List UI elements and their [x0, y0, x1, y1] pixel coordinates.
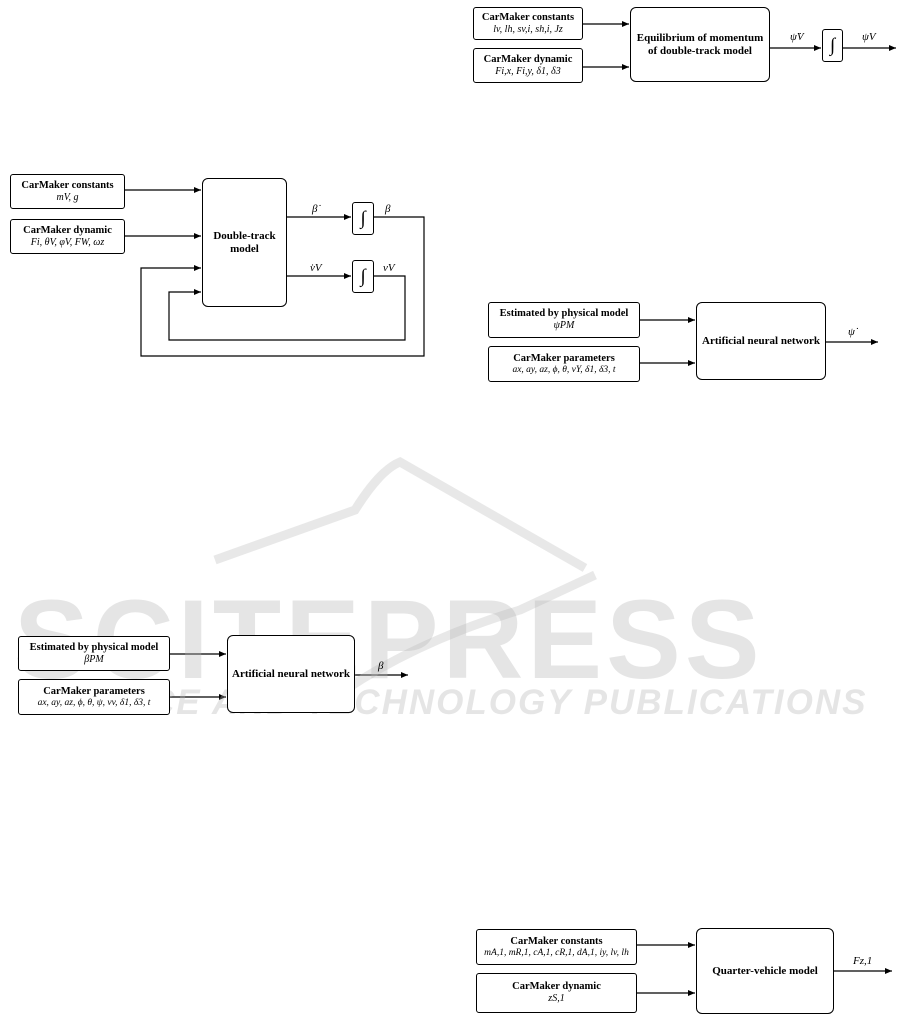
- carmaker-constants-box: CarMaker constants mV, g: [10, 174, 125, 209]
- feedback-beta: [140, 216, 425, 357]
- yaw-rate-label: ψV: [862, 31, 876, 43]
- box-variables: Fi, θV, φV, FW, ωz: [30, 236, 105, 248]
- box-title: CarMaker dynamic: [512, 981, 601, 993]
- estimated-physical-model-box: Estimated by physical model ψ̇PM: [488, 302, 640, 338]
- box-variables: ax, ay, az, ϕ, θ, ψ, vv, δ1, δ3, t: [37, 697, 151, 708]
- box-title: CarMaker dynamic: [483, 53, 573, 65]
- beta-label: β: [385, 203, 391, 215]
- box-variables: ψ̇PM: [553, 320, 575, 332]
- network-label: Artificial neural network: [702, 334, 820, 347]
- estimated-physical-model-box: Estimated by physical model βPM: [18, 636, 170, 671]
- watermark-book-outline: [213, 457, 597, 694]
- box-variables: βPM: [84, 653, 104, 665]
- model-label: Quarter-vehicle model: [712, 964, 818, 977]
- box-title: CarMaker constants: [510, 935, 603, 947]
- velocity-dot-label: v̇V: [310, 262, 322, 274]
- box-title: Estimated by physical model: [29, 641, 159, 653]
- carmaker-dynamic-box: CarMaker dynamic zS,1: [476, 973, 637, 1013]
- beta-output-label: β: [378, 660, 384, 672]
- box-title: CarMaker parameters: [513, 352, 615, 364]
- box-title: CarMaker constants: [481, 11, 575, 23]
- momentum-equilibrium-box: Equilibrium of momentum of double-track …: [630, 7, 770, 82]
- model-label: Equilibrium of momentum of double-track …: [636, 31, 764, 57]
- beta-dot-label: β̇: [312, 203, 318, 215]
- box-variables: Fi,x, Fi,y, δ1, δ3: [495, 65, 561, 77]
- vertical-force-label: Fz,1: [853, 955, 873, 967]
- box-title: CarMaker dynamic: [23, 224, 112, 236]
- box-variables: mA,1, mR,1, cA,1, cR,1, dA,1, iy, lv, lh: [484, 947, 629, 958]
- watermark-tagline: SCIENCE AND TECHNOLOGY PUBLICATIONS: [32, 683, 868, 722]
- carmaker-parameters-box: CarMaker parameters ax, ay, az, ϕ, θ, ψ,…: [18, 679, 170, 715]
- neural-network-box: Artificial neural network: [227, 635, 355, 713]
- carmaker-dynamic-box: CarMaker dynamic Fi, θV, φV, FW, ωz: [10, 219, 125, 254]
- box-title: Estimated by physical model: [499, 308, 629, 320]
- quarter-vehicle-model-box: Quarter-vehicle model: [696, 928, 834, 1014]
- neural-network-box: Artificial neural network: [696, 302, 826, 380]
- carmaker-constants-box: CarMaker constants lv, lh, sv,i, sh,i, J…: [473, 7, 583, 40]
- yaw-acceleration-label: ψ̈V: [790, 31, 804, 43]
- integrator-block: ∫: [352, 202, 374, 235]
- integrator-block: ∫: [352, 260, 374, 293]
- yaw-rate-output-label: ψ̇: [848, 326, 855, 338]
- box-title: CarMaker constants: [21, 179, 114, 191]
- network-label: Artificial neural network: [232, 667, 350, 680]
- model-label: Double-track model: [213, 229, 276, 255]
- integrator-block: ∫: [822, 29, 843, 62]
- double-track-model-box: Double-track model: [202, 178, 287, 307]
- carmaker-dynamic-box: CarMaker dynamic Fi,x, Fi,y, δ1, δ3: [473, 48, 583, 83]
- velocity-label: vV: [383, 262, 395, 274]
- carmaker-parameters-box: CarMaker parameters ax, ay, az, ϕ, θ, vY…: [488, 346, 640, 382]
- box-title: CarMaker parameters: [43, 685, 145, 697]
- feedback-velocity: [168, 275, 406, 341]
- box-variables: ax, ay, az, ϕ, θ, vY, δ1, δ3, t: [512, 364, 616, 375]
- box-variables: zS,1: [548, 993, 565, 1005]
- box-variables: lv, lh, sv,i, sh,i, Jz: [493, 23, 563, 35]
- carmaker-constants-box: CarMaker constants mA,1, mR,1, cA,1, cR,…: [476, 929, 637, 965]
- box-variables: mV, g: [56, 191, 79, 203]
